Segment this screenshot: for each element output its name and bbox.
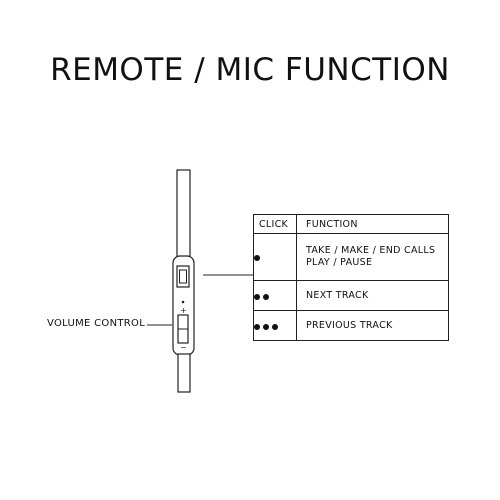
volume-rocker[interactable]: [177, 314, 189, 344]
click-dot-icon: [263, 323, 269, 330]
table-header-row: CLICK FUNCTION: [253, 214, 449, 234]
volume-minus-icon: −: [180, 343, 187, 352]
table-row: TAKE / MAKE / END CALLS PLAY / PAUSE: [253, 233, 449, 281]
function-table: CLICK FUNCTION TAKE / MAKE / END CALLS P…: [253, 214, 449, 341]
function-cell: TAKE / MAKE / END CALLS PLAY / PAUSE: [296, 233, 449, 281]
click-dot-icon: [254, 293, 260, 300]
function-cell: NEXT TRACK: [296, 280, 449, 311]
upper-cable: [176, 169, 191, 259]
header-function: FUNCTION: [296, 214, 449, 234]
volume-control-label: VOLUME CONTROL: [47, 318, 146, 329]
function-text: NEXT TRACK: [306, 289, 369, 301]
lower-cable: [177, 353, 191, 393]
function-text: PREVIOUS TRACK: [306, 319, 393, 331]
function-cell: PREVIOUS TRACK: [296, 310, 449, 341]
center-button[interactable]: [176, 265, 190, 288]
volume-plus-icon: +: [180, 306, 187, 315]
click-dots-3: [253, 310, 297, 341]
click-dot-icon: [272, 323, 278, 330]
table-row: PREVIOUS TRACK: [253, 310, 449, 341]
header-click: CLICK: [253, 214, 297, 234]
click-dot-icon: [254, 323, 260, 330]
function-text: TAKE / MAKE / END CALLS: [306, 245, 436, 256]
page-title: REMOTE / MIC FUNCTION: [50, 52, 450, 88]
table-row: NEXT TRACK: [253, 280, 449, 311]
click-dot-icon: [263, 293, 269, 300]
click-dots-1: [253, 233, 297, 281]
function-text: PLAY / PAUSE: [306, 257, 373, 268]
mic-icon: [181, 300, 185, 304]
click-dots-2: [253, 280, 297, 311]
click-dot-icon: [254, 255, 260, 261]
